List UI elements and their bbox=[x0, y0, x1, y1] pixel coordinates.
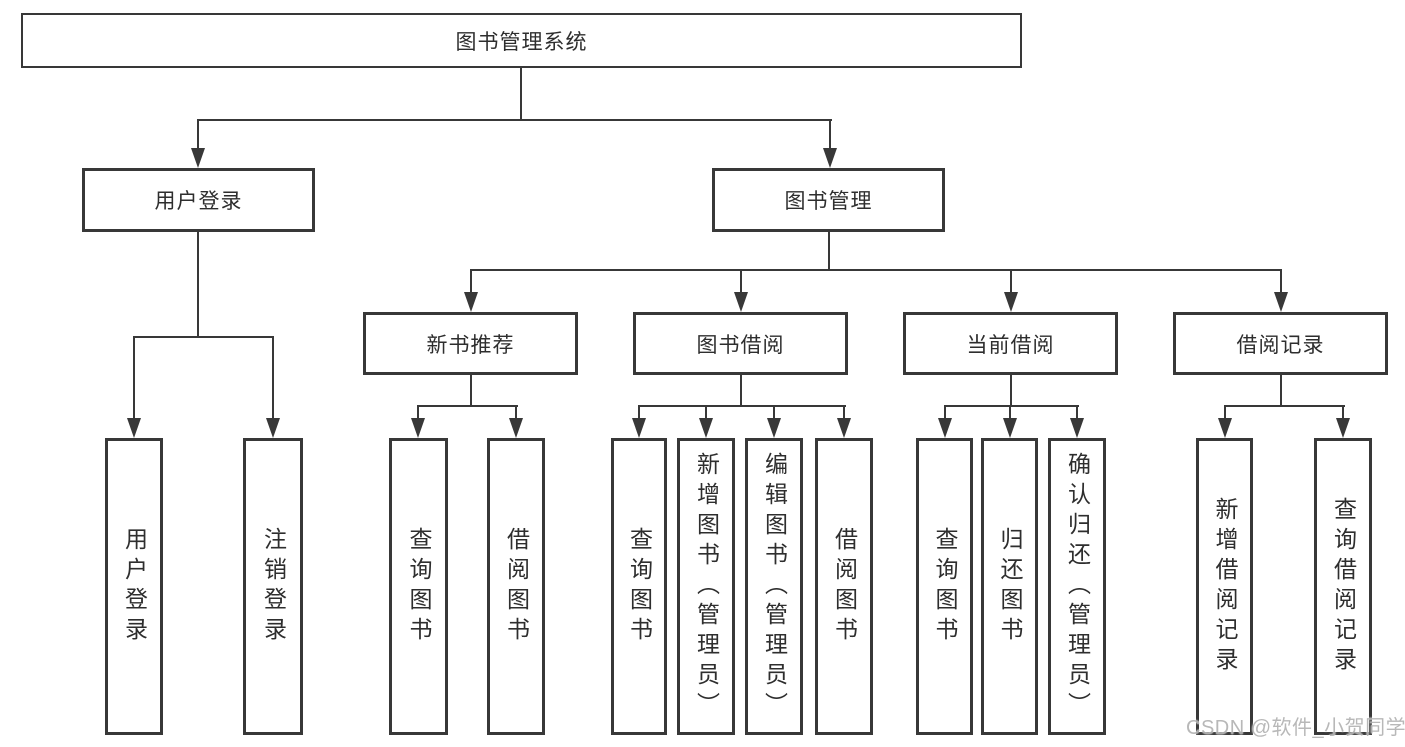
connector-line bbox=[1280, 375, 1282, 407]
connector-line bbox=[944, 405, 946, 421]
node-label: 图书管理 bbox=[784, 190, 873, 213]
connector-line bbox=[417, 405, 518, 407]
arrowhead-down-icon bbox=[699, 418, 713, 438]
connector-line bbox=[133, 336, 274, 338]
node-borrowing-records: 借阅记录 bbox=[1173, 312, 1388, 375]
arrowhead-down-icon bbox=[127, 418, 141, 438]
leaf-query-books-current: 查询图书 bbox=[916, 438, 973, 735]
connector-line bbox=[272, 336, 274, 420]
connector-line bbox=[1076, 405, 1078, 421]
arrowhead-down-icon bbox=[632, 418, 646, 438]
connector-line bbox=[843, 405, 845, 421]
leaf-label: 编辑图书（管理员） bbox=[761, 451, 788, 722]
leaf-return-book: 归还图书 bbox=[981, 438, 1038, 735]
connector-line bbox=[515, 405, 517, 421]
leaf-borrow-books-borrowing: 借阅图书 bbox=[815, 438, 873, 735]
connector-line bbox=[828, 232, 830, 271]
connector-line bbox=[1009, 405, 1011, 421]
node-new-book-recommendation: 新书推荐 bbox=[363, 312, 578, 375]
leaf-label: 用户登录 bbox=[121, 526, 148, 647]
leaf-query-borrow-record: 查询借阅记录 bbox=[1314, 438, 1372, 735]
node-library-management-system: 图书管理系统 bbox=[21, 13, 1022, 68]
node-label: 用户登录 bbox=[154, 190, 243, 213]
arrowhead-down-icon bbox=[191, 148, 205, 168]
node-book-management: 图书管理 bbox=[712, 168, 945, 232]
leaf-add-book-admin: 新增图书（管理员） bbox=[677, 438, 735, 735]
leaf-label: 新增借阅记录 bbox=[1212, 496, 1238, 677]
node-label: 借阅记录 bbox=[1236, 333, 1325, 357]
leaf-label: 借阅图书 bbox=[831, 526, 858, 647]
leaf-label: 查询图书 bbox=[406, 526, 432, 647]
node-label: 图书管理系统 bbox=[455, 30, 588, 54]
leaf-label: 新增图书（管理员） bbox=[693, 451, 720, 722]
connector-line bbox=[197, 119, 199, 149]
connector-line bbox=[1224, 405, 1226, 421]
arrowhead-down-icon bbox=[266, 418, 280, 438]
arrowhead-down-icon bbox=[1003, 418, 1017, 438]
leaf-label: 注销登录 bbox=[260, 526, 287, 647]
leaf-borrow-books-recommend: 借阅图书 bbox=[487, 438, 545, 735]
node-current-borrowing: 当前借阅 bbox=[903, 312, 1118, 375]
connector-line bbox=[197, 119, 832, 121]
connector-line bbox=[1010, 375, 1012, 407]
connector-line bbox=[1342, 405, 1344, 421]
connector-line bbox=[944, 405, 1079, 407]
arrowhead-down-icon bbox=[509, 418, 523, 438]
connector-line bbox=[417, 405, 419, 421]
csdn-watermark: CSDN @软件_小贺同学 bbox=[1186, 717, 1405, 739]
arrowhead-down-icon bbox=[734, 292, 748, 312]
leaf-query-books-recommend: 查询图书 bbox=[389, 438, 448, 735]
connector-line bbox=[470, 375, 472, 407]
arrowhead-down-icon bbox=[837, 418, 851, 438]
arrowhead-down-icon bbox=[938, 418, 952, 438]
leaf-label: 查询图书 bbox=[626, 526, 653, 647]
connector-line bbox=[705, 405, 707, 421]
connector-line bbox=[1010, 269, 1012, 294]
connector-line bbox=[638, 405, 846, 407]
leaf-label: 查询图书 bbox=[932, 526, 958, 647]
leaf-add-borrow-record: 新增借阅记录 bbox=[1196, 438, 1253, 735]
arrowhead-down-icon bbox=[1218, 418, 1232, 438]
arrowhead-down-icon bbox=[1070, 418, 1084, 438]
node-label: 新书推荐 bbox=[426, 333, 515, 357]
leaf-confirm-return-admin: 确认归还（管理员） bbox=[1048, 438, 1106, 735]
connector-line bbox=[133, 336, 135, 420]
connector-line bbox=[197, 232, 199, 338]
connector-line bbox=[773, 405, 775, 421]
node-user-login: 用户登录 bbox=[82, 168, 315, 232]
connector-line bbox=[829, 119, 831, 149]
leaf-label: 查询借阅记录 bbox=[1330, 496, 1357, 677]
arrowhead-down-icon bbox=[1336, 418, 1350, 438]
arrowhead-down-icon bbox=[1274, 292, 1288, 312]
connector-line bbox=[470, 269, 1282, 271]
leaf-label: 归还图书 bbox=[997, 526, 1023, 647]
connector-line bbox=[740, 375, 742, 407]
arrowhead-down-icon bbox=[1004, 292, 1018, 312]
node-book-borrowing: 图书借阅 bbox=[633, 312, 848, 375]
node-label: 图书借阅 bbox=[696, 333, 785, 357]
arrowhead-down-icon bbox=[767, 418, 781, 438]
connector-line bbox=[470, 269, 472, 294]
leaf-label: 确认归还（管理员） bbox=[1064, 451, 1091, 722]
connector-line bbox=[520, 68, 522, 121]
node-label: 当前借阅 bbox=[966, 333, 1055, 357]
leaf-query-books-borrowing: 查询图书 bbox=[611, 438, 667, 735]
leaf-edit-book-admin: 编辑图书（管理员） bbox=[745, 438, 803, 735]
arrowhead-down-icon bbox=[411, 418, 425, 438]
arrowhead-down-icon bbox=[823, 148, 837, 168]
connector-line bbox=[740, 269, 742, 294]
connector-line bbox=[1224, 405, 1345, 407]
connector-line bbox=[1280, 269, 1282, 294]
leaf-user-login: 用户登录 bbox=[105, 438, 163, 735]
leaf-label: 借阅图书 bbox=[503, 526, 530, 647]
arrowhead-down-icon bbox=[464, 292, 478, 312]
leaf-logout: 注销登录 bbox=[243, 438, 303, 735]
connector-line bbox=[638, 405, 640, 421]
